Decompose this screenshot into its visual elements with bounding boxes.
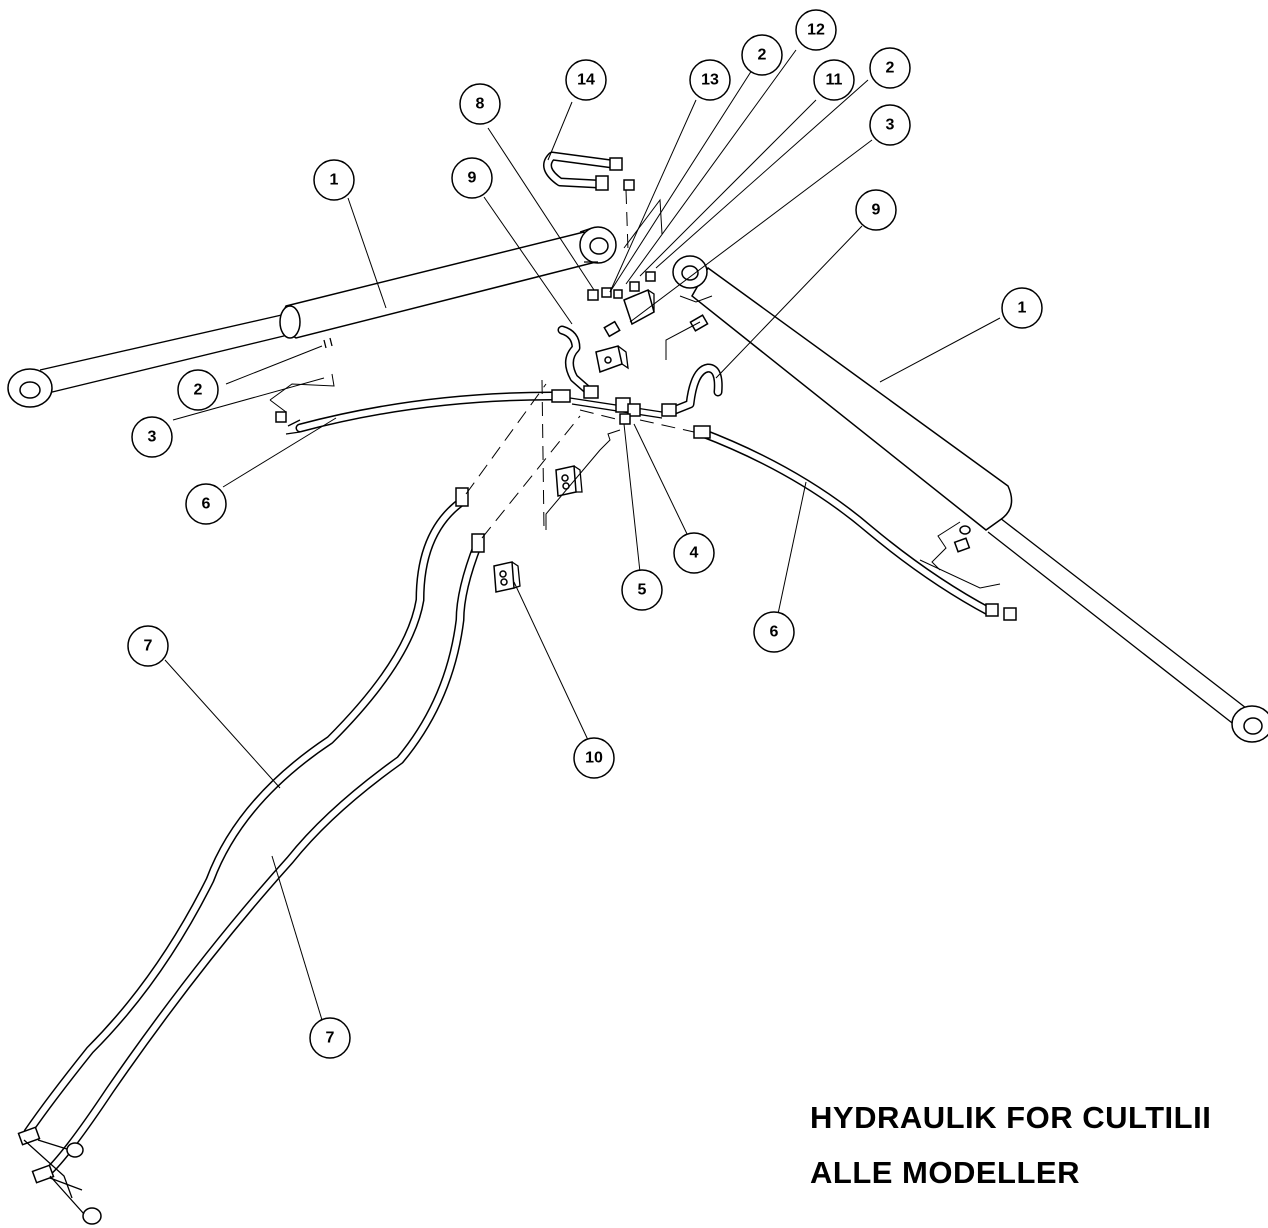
svg-text:14: 14 — [577, 72, 595, 89]
callout-4: 4 — [673, 532, 715, 574]
assembly-lines — [269, 189, 1001, 589]
valve-block — [587, 179, 709, 338]
callout-3-right: 3 — [869, 104, 911, 146]
callout-3-left: 3 — [131, 416, 173, 458]
svg-text:2: 2 — [194, 382, 203, 399]
svg-text:4: 4 — [690, 545, 699, 562]
svg-text:3: 3 — [148, 429, 157, 446]
clamp-10 — [493, 561, 521, 593]
callouts: 1 1 2 2 2 3 3 4 5 6 6 7 7 8 9 9 10 11 12… — [127, 9, 1043, 1059]
callout-7-lower: 7 — [309, 1017, 351, 1059]
svg-text:9: 9 — [872, 202, 881, 219]
svg-text:7: 7 — [144, 638, 153, 655]
leader-lines — [164, 49, 1001, 1021]
callout-1-left: 1 — [313, 159, 355, 201]
right-cylinder — [672, 255, 1268, 743]
callout-9-right: 9 — [855, 189, 897, 231]
diagram-subtitle: ALLE MODELLER — [810, 1155, 1080, 1190]
callout-13: 13 — [689, 59, 731, 101]
clamp-top — [595, 345, 629, 374]
svg-text:2: 2 — [886, 60, 895, 77]
callout-2-upper-right: 2 — [869, 47, 911, 89]
clamp-mid — [555, 465, 583, 497]
svg-text:12: 12 — [807, 22, 825, 39]
svg-text:2: 2 — [758, 47, 767, 64]
callout-1-right: 1 — [1001, 287, 1043, 329]
tee-junction — [569, 397, 663, 425]
diagram-title: HYDRAULIK FOR CULTILII — [810, 1100, 1212, 1135]
svg-text:6: 6 — [202, 496, 211, 513]
svg-text:13: 13 — [701, 72, 719, 89]
hose-6-right — [693, 425, 1017, 621]
svg-text:1: 1 — [330, 172, 339, 189]
callout-2-top: 2 — [741, 34, 783, 76]
svg-text:7: 7 — [326, 1030, 335, 1047]
callout-8: 8 — [459, 83, 501, 125]
callout-6-left: 6 — [185, 483, 227, 525]
callout-5: 5 — [621, 569, 663, 611]
left-cylinder — [7, 226, 617, 408]
svg-text:3: 3 — [886, 117, 895, 134]
callout-9-left: 9 — [451, 157, 493, 199]
quick-couplers — [17, 1126, 102, 1225]
hose-7-b — [45, 533, 485, 1175]
svg-text:10: 10 — [585, 750, 603, 767]
callout-6-right: 6 — [753, 611, 795, 653]
callout-14: 14 — [565, 59, 607, 101]
hose-9-right — [661, 363, 723, 417]
svg-text:6: 6 — [770, 624, 779, 641]
svg-text:1: 1 — [1018, 300, 1027, 317]
svg-text:9: 9 — [468, 170, 477, 187]
callout-2-left: 2 — [177, 369, 219, 411]
callout-12: 12 — [795, 9, 837, 51]
svg-text:5: 5 — [638, 582, 647, 599]
callout-10: 10 — [573, 737, 615, 779]
svg-text:11: 11 — [826, 72, 843, 89]
callout-11: 11 — [813, 59, 855, 101]
hose-7-a — [23, 487, 469, 1137]
hose-9-left — [557, 325, 599, 399]
callout-7-upper: 7 — [127, 625, 169, 667]
hose-14 — [543, 151, 623, 191]
hose-6-left — [275, 389, 571, 435]
svg-text:8: 8 — [476, 96, 485, 113]
